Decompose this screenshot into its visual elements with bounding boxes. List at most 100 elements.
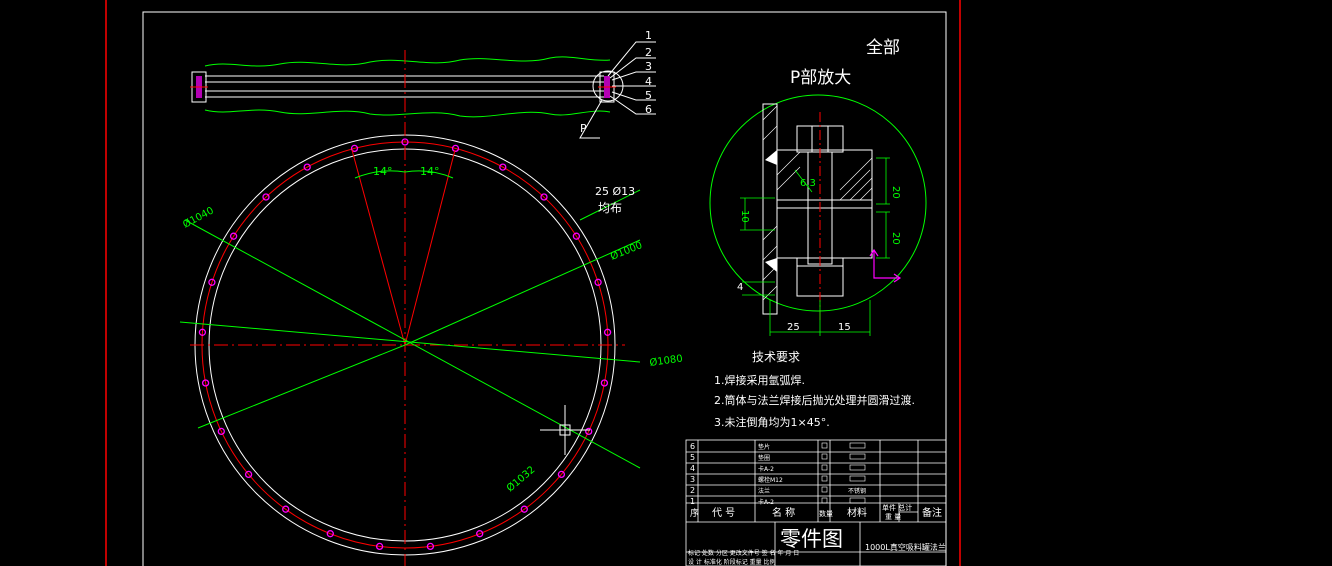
bolt-hole [451,144,460,153]
dim-line-1000-ext [197,344,406,429]
dim-10: 10 [739,210,750,223]
tb-row-no: 3 [690,475,695,484]
weld-top [765,150,777,165]
tb-row-no: 1 [690,497,695,506]
angle-ray-right [404,149,456,346]
lower-flange [776,207,873,259]
tb-row-mark [849,453,866,460]
tb-header-remark: 备注 [922,506,942,519]
leader-label-p: P [580,122,587,135]
tb-row-qty-mark [821,497,828,504]
dim-4: 4 [737,282,743,293]
tb-row-name: 螺栓M12 [758,476,783,484]
tech-req-item-3: 3.未注倒角均为1×45°. [714,415,830,429]
tb-header-weight: 单件 总计 [882,503,912,512]
bolt-hole [244,470,253,479]
tb-row-material: 不锈钢 [848,487,866,495]
leader-label-4: 4 [645,75,652,88]
dim-line-1000 [404,239,641,346]
dim-text-1080: Ø1080 [649,352,684,369]
detail-dimensions [740,157,890,336]
bolt-hole [303,163,311,171]
tb-row-no: 2 [690,486,695,495]
bolt-hole [217,427,225,436]
label-detail-p: P部放大 [790,68,851,88]
bolt-hole [262,193,270,201]
shell-wall [762,103,778,315]
break-line-bottom [204,109,611,118]
tb-row-mark [849,442,866,449]
leader-lines [579,41,656,139]
leader-label-2: 2 [645,46,652,59]
leader-label-5: 5 [645,89,652,102]
tb-row-name: 卡A-2 [758,498,774,506]
bolt-hole [600,379,609,387]
detail-circle [709,94,927,312]
tech-req-item-2: 2.筒体与法兰焊接后抛光处理并圆滑过渡. [714,393,915,407]
tb-header-material: 材料 [847,506,867,519]
bolt-hole [229,232,238,240]
bolt-hole [326,530,334,538]
tb-row-name: 垫圈 [758,454,770,462]
holes-leader [579,189,641,221]
detail-p-view: 全部 P部放大 [709,38,927,336]
bolt-hole [540,193,548,201]
dim-line-1080 [179,321,641,363]
weld-bottom [765,258,777,272]
tb-row-qty-mark [821,475,828,482]
tb-row-mark [849,475,866,482]
tb-row-mark [849,464,866,471]
bolt-hole [375,542,384,551]
dim-20-b: 20 [890,232,901,245]
dim-line-1040 [184,219,641,469]
drawing-border [142,11,947,566]
cursor-pickbox [559,424,571,436]
tb-row-name: 卡A-2 [758,465,774,473]
bolt-hole [572,232,581,240]
angle-ray-left [351,149,406,346]
tech-req-title: 技术要求 [752,350,800,364]
bolt-hole [201,379,210,387]
bolt-hole [282,505,290,513]
angle-arc-right [404,170,454,179]
bolt-hole [476,530,484,538]
label-all: 全部 [866,38,900,58]
upper-flange-hatch [776,151,873,201]
dim-text-1000: Ø1000 [609,239,644,263]
tb-row-qty-mark [821,486,828,493]
bolt-holes [198,138,612,551]
tb-header-no: 序 [690,507,699,519]
tb-row-qty-mark [821,453,828,460]
bolt-hole [557,470,566,479]
tb-header-weight-sub: 重 量 [885,513,901,521]
dim-text-pcd: Ø1032 [504,464,537,495]
tb-row-name: 垫片 [758,443,770,451]
tb-row-no: 5 [690,453,695,462]
part-name: 1000L真空吸料罐法兰 [865,542,946,552]
break-line-top [204,56,611,67]
holes-note-2: 均布 [598,201,622,215]
title-block [685,439,947,566]
tb-row-no: 6 [690,442,695,451]
tb-footer-left: 标记 处数 分区 更改文件号 签 名 年 月 日 [688,549,799,557]
tb-footer-row2: 设 计 标准化 阶段标记 重量 比例 [688,558,776,566]
bolt-hole [499,163,507,171]
part-drawing-title: 零件图 [780,527,843,551]
bolt-hole [401,138,409,146]
tb-row-qty-mark [821,464,828,471]
holes-note-1: 25 Ø13 [595,185,635,198]
tb-row-qty-mark [821,442,828,449]
bolt-hole [426,542,435,551]
bolt-hole [350,144,359,153]
tb-row-mark [849,497,866,504]
angle-arc-left [354,170,406,179]
gasket [776,199,873,209]
leader-label-3: 3 [645,60,652,73]
bolt-hole [594,278,602,286]
bolt-hole [198,328,207,336]
angle-label-left: 14° [373,165,393,178]
tech-req-item-1: 1.焊接采用氩弧焊. [714,373,805,387]
dim-20-a: 20 [890,186,901,199]
tb-row-no: 4 [690,464,695,473]
